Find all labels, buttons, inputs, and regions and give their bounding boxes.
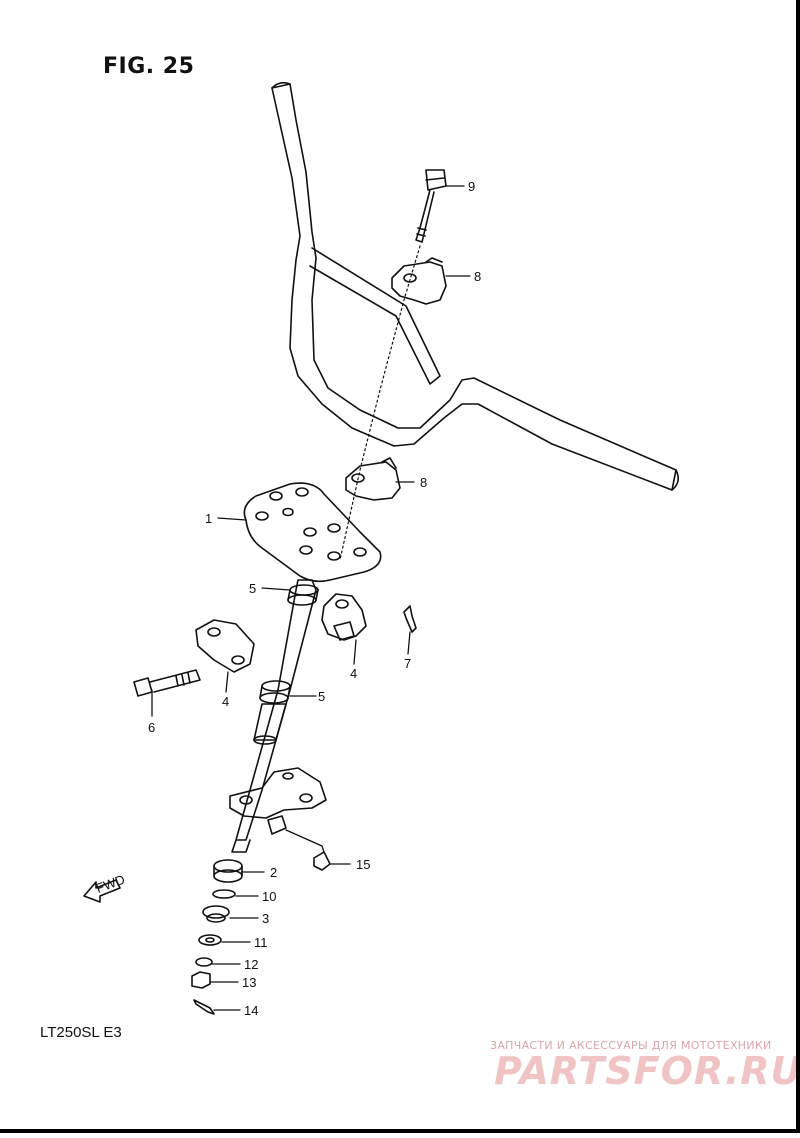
clamp-4-right xyxy=(321,593,367,641)
callout-4-right: 4 xyxy=(350,666,357,681)
leader-lines xyxy=(151,185,471,1011)
callout-5-lower: 5 xyxy=(318,689,325,704)
callout-8-upper: 8 xyxy=(474,269,481,284)
callout-3: 3 xyxy=(262,911,269,926)
callout-2: 2 xyxy=(270,865,277,880)
bushing-5-upper xyxy=(287,584,319,606)
seal-10 xyxy=(212,889,236,899)
callout-numbers: 9 8 8 1 5 5 4 4 7 6 2 10 3 11 12 13 14 1… xyxy=(148,179,481,1018)
callout-6: 6 xyxy=(148,720,155,735)
upper-clamp-8 xyxy=(391,257,447,305)
cotter-pin-7 xyxy=(403,605,417,633)
callout-12: 12 xyxy=(244,957,258,972)
steering-plate-1 xyxy=(243,482,382,583)
bearing-2 xyxy=(213,859,243,883)
race-3 xyxy=(202,905,230,923)
washer-11 xyxy=(198,934,222,946)
nut-13 xyxy=(191,971,211,989)
callout-14: 14 xyxy=(244,1003,258,1018)
spacer-tube xyxy=(253,703,287,745)
model-code: LT250SL E3 xyxy=(40,1024,122,1041)
bolt-6 xyxy=(133,669,201,697)
figure-title: FIG. 25 xyxy=(103,54,195,79)
callout-9: 9 xyxy=(468,179,475,194)
callout-13: 13 xyxy=(242,975,256,990)
lower-bracket xyxy=(229,767,327,819)
clamp-4-left xyxy=(195,619,255,673)
bolt-axis-line xyxy=(339,245,421,561)
callout-7: 7 xyxy=(404,656,411,671)
callout-10: 10 xyxy=(262,889,276,904)
fwd-arrow-icon: FWD xyxy=(83,872,127,903)
bolt-15 xyxy=(267,815,331,871)
callout-8-lower: 8 xyxy=(420,475,427,490)
handlebar xyxy=(271,81,680,491)
bolt-9 xyxy=(415,169,447,243)
cotter-pin-14 xyxy=(193,999,215,1015)
callout-15: 15 xyxy=(356,857,370,872)
lower-clamp-8 xyxy=(345,457,401,501)
watermark-logo: PARTSFOR.RU xyxy=(494,1049,800,1093)
callout-5-upper: 5 xyxy=(249,581,256,596)
callout-1: 1 xyxy=(205,511,212,526)
shaft-end xyxy=(231,839,251,853)
washer-12 xyxy=(195,957,213,967)
watermark-tagline: ЗАПЧАСТИ И АКСЕССУАРЫ ДЛЯ МОТОТЕХНИКИ xyxy=(490,1039,772,1052)
callout-11: 11 xyxy=(254,935,268,950)
callout-4-left: 4 xyxy=(222,694,229,709)
bushing-5-lower xyxy=(259,680,291,704)
